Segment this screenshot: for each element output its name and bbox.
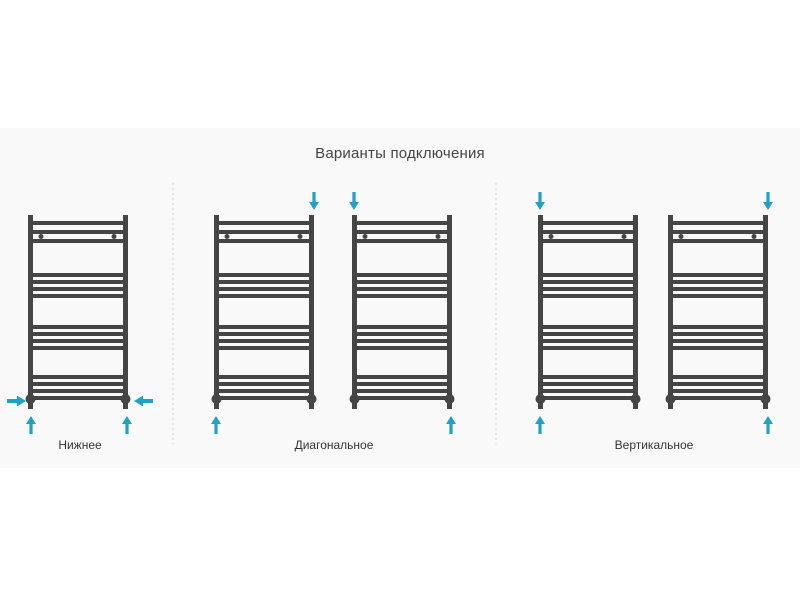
page-title: Варианты подключения: [315, 145, 485, 162]
variant-label-vertical: Вертикальное: [614, 438, 694, 452]
arrow-icon: [535, 416, 545, 434]
radiator-icon: [349, 215, 455, 409]
arrow-icon: [535, 192, 545, 210]
radiator-icon: [211, 215, 317, 409]
arrow-icon: [7, 395, 26, 407]
arrow-icon: [763, 416, 773, 434]
arrow-icon: [134, 395, 153, 407]
arrow-icon: [26, 416, 36, 434]
arrow-icon: [122, 416, 132, 434]
arrow-icon: [211, 416, 221, 434]
arrow-icon: [446, 416, 456, 434]
arrow-icon: [349, 192, 359, 210]
variant-label-diagonal: Диагональное: [294, 438, 374, 452]
variant-label-bottom: Нижнее: [58, 438, 102, 452]
arrow-icon: [763, 192, 773, 210]
arrow-icon: [309, 192, 319, 210]
radiator-icon: [665, 215, 771, 409]
radiator-icon: [25, 215, 131, 409]
radiator-icon: [535, 215, 641, 409]
